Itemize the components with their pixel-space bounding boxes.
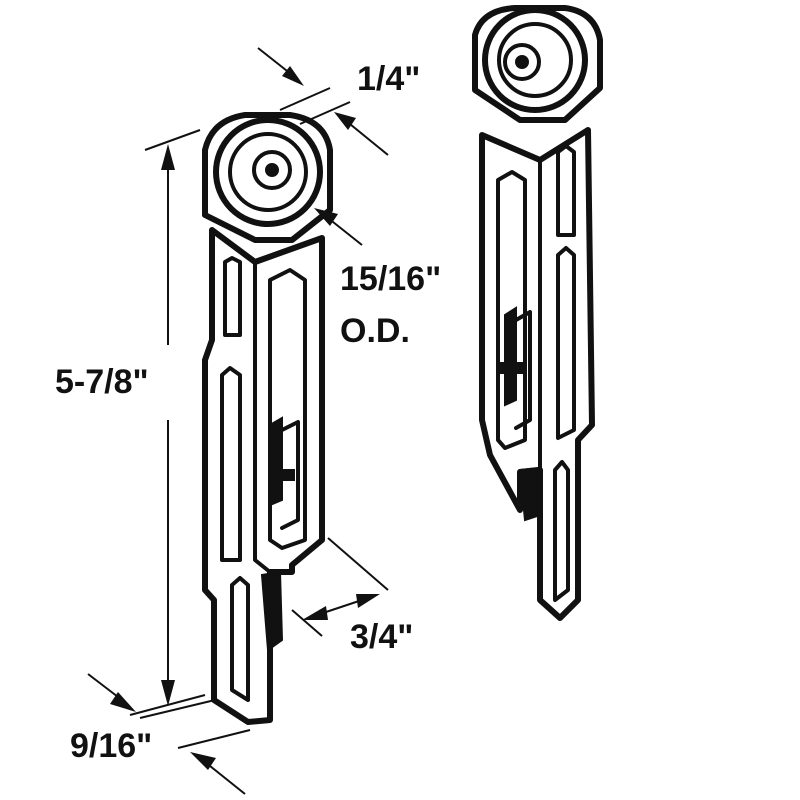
- slot-upper-left: [223, 256, 242, 337]
- bracket-body-left: [202, 227, 325, 725]
- bracket-fold-left: [253, 260, 272, 574]
- wheel-rim-right: [497, 22, 573, 98]
- arrow-body-right-icon: [356, 594, 380, 608]
- arrow-axle-right-icon: [334, 112, 356, 130]
- extension-line-top: [144, 129, 201, 151]
- screw-nut-right: [499, 362, 525, 374]
- dimension-body-width: [291, 537, 389, 637]
- lower-tab-left: [260, 570, 284, 652]
- screw-clip-right: [514, 310, 532, 430]
- bracket-body-right: [479, 127, 595, 621]
- arrow-outer-diameter-icon: [314, 208, 338, 226]
- arrow-bottom-right-icon: [190, 752, 216, 770]
- rib-bottom-right: [553, 460, 570, 602]
- axle-right: [515, 55, 529, 69]
- adjust-screw-right: [504, 306, 517, 407]
- adjust-screw-left: [269, 416, 283, 507]
- slot-lower-right: [556, 246, 576, 440]
- label-overall-length: 5-7/8": [55, 363, 149, 401]
- extension-line-body-bottom: [291, 609, 323, 637]
- screw-clip-left: [280, 420, 300, 530]
- arrow-down-icon: [161, 680, 175, 706]
- slot-lower-left: [220, 366, 242, 562]
- extension-line-body-top: [327, 537, 389, 591]
- roller-assembly-left: [202, 112, 333, 725]
- screw-nut-left: [271, 469, 295, 481]
- slot-upper-right: [556, 144, 576, 237]
- label-bottom-width: 9/16": [70, 727, 152, 765]
- dimension-axle-width: [257, 47, 389, 156]
- dimension-outer-diameter: [314, 208, 363, 246]
- label-outer-diameter-value: 15/16": [340, 260, 441, 298]
- extension-line-bottom-left: [139, 699, 216, 719]
- extension-line-bottom-right: [177, 729, 251, 749]
- channel-front-right: [496, 170, 527, 450]
- label-axle-width: 1/4": [357, 60, 420, 98]
- arrow-up-icon: [161, 144, 175, 170]
- leader-bottom-right: [204, 761, 246, 795]
- leader-outer-diameter: [327, 217, 363, 246]
- channel-front-left: [268, 268, 307, 550]
- leader-axle-right: [344, 119, 389, 156]
- roller-assembly-right: [472, 5, 603, 621]
- wheel-rim-left: [228, 132, 308, 212]
- extension-line-axle-left: [279, 87, 331, 111]
- label-body-width: 3/4": [350, 618, 413, 656]
- axle-left: [265, 163, 279, 177]
- dimension-overall-length: [129, 129, 206, 716]
- arrow-axle-left-icon: [282, 66, 304, 86]
- wheel-hub-left: [252, 150, 292, 190]
- arrow-body-left-icon: [302, 606, 328, 620]
- lower-tab-right: [518, 466, 542, 522]
- extension-line-axle-right: [299, 101, 351, 125]
- wheel-hub-right: [503, 43, 541, 81]
- arrow-bottom-left-icon: [110, 692, 136, 712]
- dimension-bottom-width: [87, 673, 251, 795]
- extension-line-bottom: [129, 694, 206, 716]
- rib-bottom-left: [230, 576, 250, 702]
- label-outer-diameter-unit: O.D.: [340, 312, 410, 350]
